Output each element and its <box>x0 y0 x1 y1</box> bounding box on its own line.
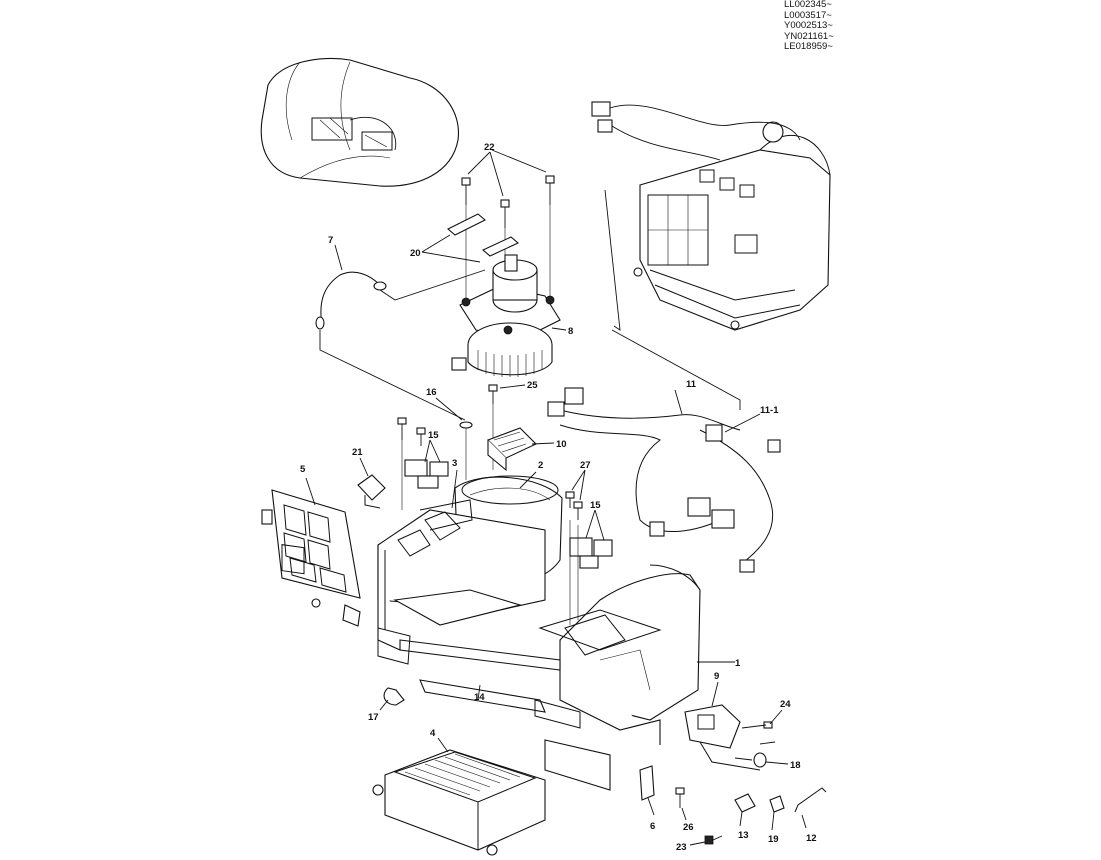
callout-9: 9 <box>714 671 719 682</box>
callout-5: 5 <box>300 464 306 475</box>
callout-16: 16 <box>426 387 437 398</box>
callout-15-left: 15 <box>428 430 439 441</box>
link-18 <box>734 752 767 768</box>
clip-17 <box>383 687 405 706</box>
clip-15-left <box>397 417 449 489</box>
callout-22: 22 <box>484 142 495 153</box>
callout-27: 27 <box>580 460 591 471</box>
serial-number: LL002345~ <box>784 0 832 10</box>
callout-6: 6 <box>650 821 655 832</box>
callout-18: 18 <box>790 760 801 771</box>
bolt-23 <box>704 835 723 845</box>
hose-7 <box>315 271 387 330</box>
callout-2: 2 <box>538 460 543 471</box>
callout-11-1: 11-1 <box>760 405 779 416</box>
bracket-left <box>311 598 411 665</box>
plate-20-set <box>447 213 520 257</box>
link-13 <box>734 793 756 813</box>
clip-19 <box>769 795 785 813</box>
serial-number-list: LL002345~ L0003517~ Y0002513~ YN021161~ … <box>784 0 894 53</box>
washer-16 <box>459 421 473 429</box>
callout-13: 13 <box>738 830 749 841</box>
housing-1 <box>538 564 701 745</box>
callout-14: 14 <box>474 692 485 703</box>
callout-7: 7 <box>328 235 333 246</box>
callout-24: 24 <box>780 699 791 710</box>
blower-motor-8 <box>451 254 561 377</box>
callout-1: 1 <box>735 658 741 669</box>
callout-17: 17 <box>368 712 379 723</box>
callout-19: 19 <box>768 834 779 845</box>
overview-unit-drawing: 1 2 3 4 5 6 7 8 9 10 11 11-1 12 13 14 15… <box>260 57 831 856</box>
serial-number: Y0002513~ <box>784 20 833 32</box>
callout-20: 20 <box>410 248 421 259</box>
assembled-unit-drawing <box>591 101 831 331</box>
clip-15-right <box>565 491 613 569</box>
screw-22-set <box>461 175 555 228</box>
callout-12: 12 <box>806 833 817 844</box>
callout-21: 21 <box>352 447 363 458</box>
serial-number: L0003517~ <box>784 9 832 21</box>
rod-12 <box>794 787 827 813</box>
callout-10: 10 <box>556 439 567 450</box>
callout-26: 26 <box>683 822 694 833</box>
filter-panel-5 <box>261 489 361 599</box>
actuator-9 <box>684 704 761 771</box>
wire-harness-11 <box>547 387 781 573</box>
rod-14 <box>399 639 561 713</box>
callout-4: 4 <box>430 728 436 739</box>
callout-11: 11 <box>686 379 697 390</box>
bracket-lower <box>534 699 611 791</box>
bolt-24 <box>741 721 776 745</box>
callout-25: 25 <box>527 380 538 391</box>
serial-number: LE018959~ <box>784 41 833 53</box>
callout-15-right: 15 <box>590 500 601 511</box>
housing-3 <box>377 499 546 651</box>
callout-8: 8 <box>568 326 573 337</box>
resistor-10 <box>487 427 537 472</box>
callout-23: 23 <box>676 842 687 853</box>
clip-21 <box>357 474 386 509</box>
serial-number: YN021161~ <box>784 30 834 42</box>
bracket-6 <box>639 765 655 801</box>
bolt-26 <box>675 787 685 808</box>
heater-core-4 <box>372 749 546 856</box>
callout-3: 3 <box>452 458 457 469</box>
screw-25 <box>488 384 498 404</box>
